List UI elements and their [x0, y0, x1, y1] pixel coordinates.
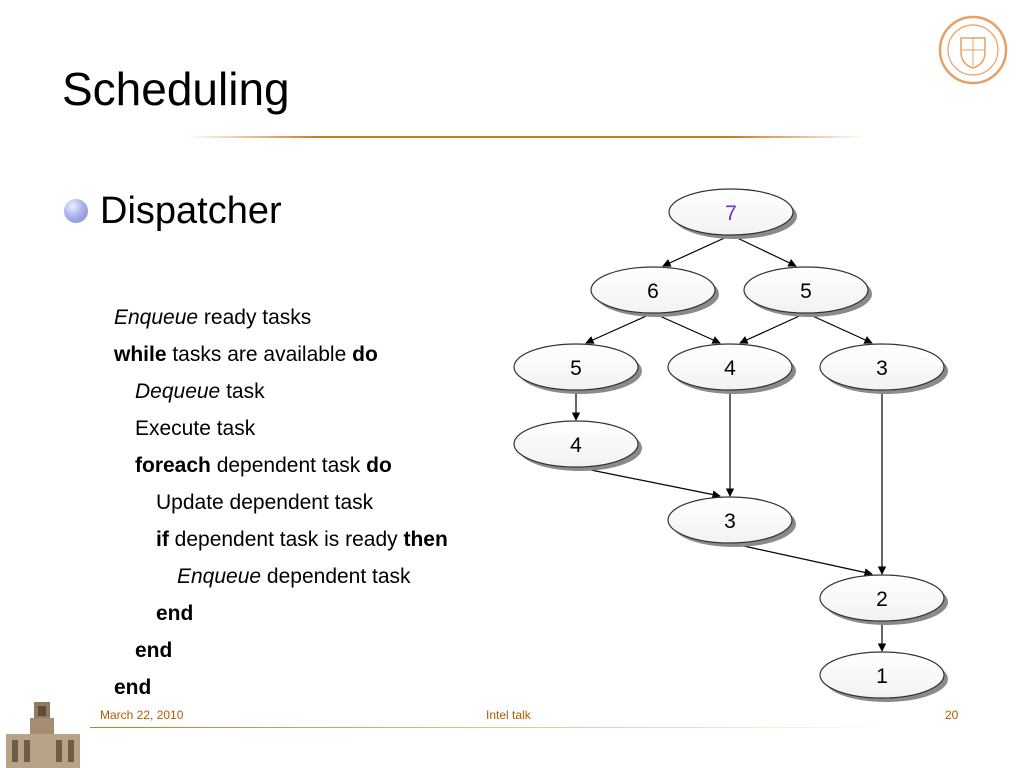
- task-node-label: 5: [570, 357, 582, 380]
- code-text: dependent task: [261, 565, 411, 588]
- code-text: dependent task: [210, 454, 367, 477]
- dependency-edge: [729, 542, 873, 577]
- task-node-label: 2: [876, 588, 888, 611]
- task-node-ellipse: [819, 574, 945, 622]
- code-text: task: [220, 380, 265, 403]
- dependency-edge: [739, 312, 807, 344]
- bullet-icon: [64, 199, 88, 223]
- code-operation: Enqueue: [114, 306, 199, 329]
- footer-date: March 22, 2010: [100, 708, 184, 722]
- task-node: 6: [590, 266, 719, 317]
- slide-number: 20: [945, 708, 959, 722]
- code-line: end: [114, 677, 151, 698]
- task-node: 4: [513, 420, 642, 471]
- dependency-edge: [585, 312, 654, 344]
- code-line: foreach dependent task do: [135, 455, 392, 476]
- footer-title: Intel talk: [486, 708, 531, 722]
- dependency-edge: [662, 234, 732, 267]
- code-keyword: then: [403, 528, 448, 551]
- code-line: Update dependent task: [156, 492, 373, 513]
- bullet-dispatcher: Dispatcher: [64, 192, 282, 230]
- task-node-label: 6: [647, 280, 659, 303]
- code-keyword: while: [114, 343, 167, 366]
- task-node: 2: [819, 574, 948, 625]
- task-node: 5: [743, 266, 872, 317]
- code-text: dependent task is ready: [168, 528, 404, 551]
- dependency-edge: [730, 234, 797, 267]
- code-keyword: foreach: [135, 454, 211, 477]
- task-node: 3: [819, 343, 948, 394]
- code-line: Enqueue ready tasks: [114, 307, 311, 328]
- task-node-ellipse: [667, 343, 793, 391]
- tower-image: [0, 700, 90, 768]
- task-node-label: 4: [724, 357, 736, 380]
- dependency-edge: [652, 312, 721, 344]
- code-keyword: end: [156, 602, 194, 625]
- code-text: ready tasks: [198, 306, 312, 329]
- code-text: tasks are available: [166, 343, 353, 366]
- code-keyword: do: [352, 343, 378, 366]
- task-node-label: 1: [876, 665, 888, 688]
- code-text: Execute task: [135, 417, 256, 440]
- title-divider: [186, 136, 866, 138]
- code-line: Execute task: [135, 418, 255, 439]
- task-node: 7: [668, 188, 797, 239]
- code-keyword: do: [366, 454, 392, 477]
- bullet-text: Dispatcher: [100, 190, 282, 232]
- code-keyword: end: [135, 639, 173, 662]
- task-node-ellipse: [590, 266, 716, 314]
- task-node-label: 7: [725, 202, 737, 225]
- task-node: 4: [667, 343, 796, 394]
- footer-divider: [90, 727, 890, 728]
- university-seal-logo: [938, 15, 1008, 85]
- code-text: Update dependent task: [156, 491, 374, 514]
- code-line: Dequeue task: [135, 381, 265, 402]
- task-node-ellipse: [513, 420, 639, 468]
- task-node-ellipse: [667, 496, 793, 544]
- code-line: while tasks are available do: [114, 344, 378, 365]
- code-line: end: [156, 603, 193, 624]
- task-node-label: 5: [800, 280, 812, 303]
- code-operation: Enqueue: [177, 565, 262, 588]
- code-keyword: end: [114, 676, 152, 699]
- task-node-label: 3: [876, 357, 888, 380]
- task-node-label: 4: [570, 434, 582, 457]
- dependency-edge: [575, 466, 721, 499]
- code-operation: Dequeue: [135, 380, 221, 403]
- task-node-ellipse: [819, 651, 945, 699]
- task-node-ellipse: [513, 343, 639, 391]
- task-node: 1: [819, 651, 948, 702]
- slide-title: Scheduling: [62, 63, 290, 115]
- code-line: end: [135, 640, 172, 661]
- code-line: Enqueue dependent task: [177, 566, 411, 587]
- task-node-ellipse: [743, 266, 869, 314]
- task-node-ellipse: [668, 188, 794, 236]
- code-line: if dependent task is ready then: [156, 529, 448, 550]
- task-node-ellipse: [819, 343, 945, 391]
- task-node-label: 3: [724, 510, 736, 533]
- task-node: 3: [667, 496, 796, 547]
- task-node: 5: [513, 343, 642, 394]
- code-keyword: if: [156, 528, 169, 551]
- dependency-edge: [805, 312, 873, 344]
